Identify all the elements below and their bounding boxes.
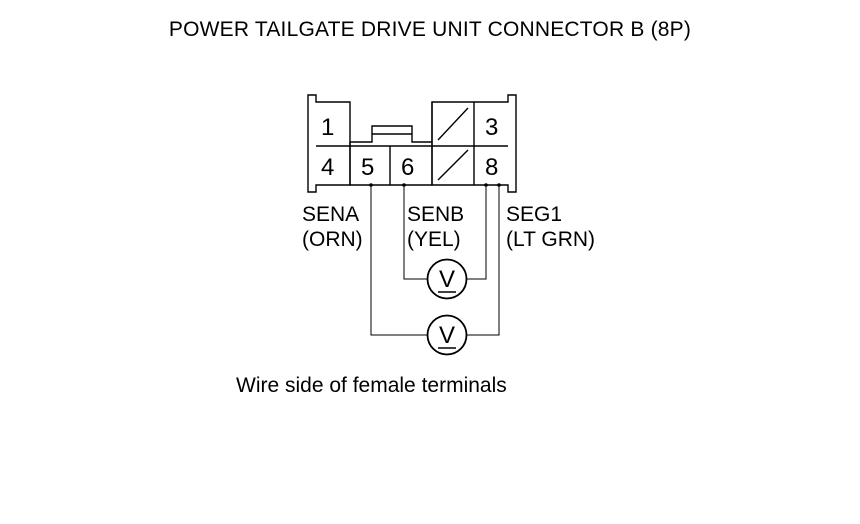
voltmeter-2-symbol: V (439, 322, 455, 349)
sena-color-label: (ORN) (302, 228, 363, 251)
seg1-color-label: (LT GRN) (506, 228, 595, 251)
diagram-title: POWER TAILGATE DRIVE UNIT CONNECTOR B (8… (168, 18, 692, 41)
pin-1-label: 1 (321, 114, 334, 141)
pin-8-label: 8 (485, 154, 498, 181)
senb-color-label: (YEL) (407, 228, 461, 251)
probe-wires (370, 185, 500, 336)
seg1-label: SEG1 (506, 203, 562, 226)
pin-6-label: 6 (401, 154, 414, 181)
voltmeter-2: V (426, 314, 468, 356)
diagram-caption: Wire side of female terminals (236, 374, 507, 397)
sena-label: SENA (302, 203, 359, 226)
senb-label: SENB (407, 203, 464, 226)
voltmeter-1: V (426, 258, 468, 300)
pin-3-label: 3 (485, 114, 498, 141)
voltmeter-1-symbol: V (439, 266, 455, 293)
pin-5-label: 5 (361, 154, 374, 181)
pin-4-label: 4 (321, 154, 334, 181)
connector-housing (307, 94, 517, 193)
voltmeter-2-circle (426, 314, 468, 356)
voltmeter-1-circle (426, 258, 468, 300)
